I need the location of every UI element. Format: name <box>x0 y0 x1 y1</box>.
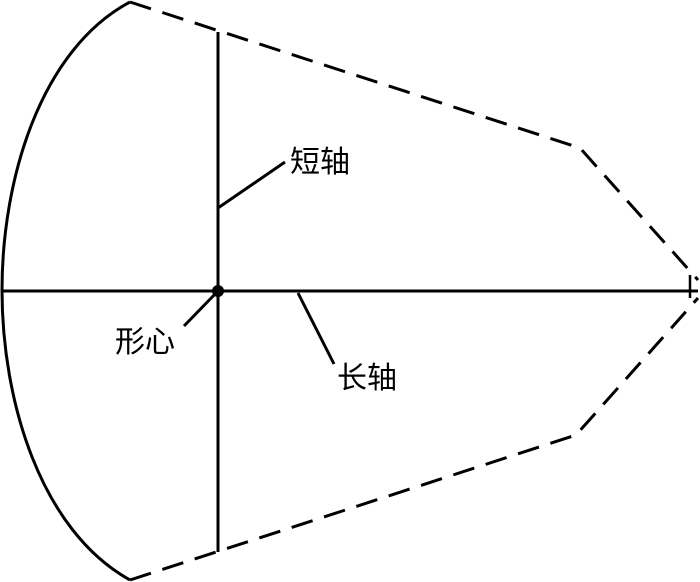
bottom-dashed-boundary <box>129 297 700 582</box>
centroid-label: 形心 <box>115 325 175 360</box>
long-axis-label: 长轴 <box>337 361 397 396</box>
short-axis-leader <box>217 160 286 210</box>
top-dashed-boundary <box>129 0 700 281</box>
long-axis-leader <box>296 292 336 365</box>
centroid-leader <box>182 289 220 328</box>
short-axis-label: 短轴 <box>290 145 350 180</box>
